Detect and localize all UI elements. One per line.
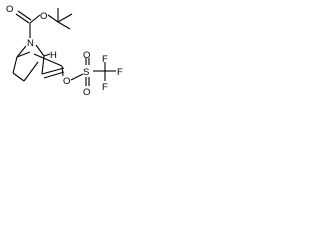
bond-carbonyl-double-b	[17, 10, 32, 21]
atom-o-carbonyl: O	[6, 4, 13, 15]
atom-f-top: F	[102, 54, 108, 65]
bond-carbonyl-c-ester-o	[29, 14, 41, 24]
triflate-group	[70, 58, 116, 86]
bond-tbu-methyl-3	[57, 21, 71, 30]
atom-labels: O O N H O S O O F F F	[6, 4, 123, 98]
bond-n-c1	[16, 45, 27, 58]
bond-c1-c2	[16, 51, 31, 58]
bond-ester-o-tbu-c	[47, 14, 59, 23]
atom-o-sulfonyl-bottom: O	[83, 87, 90, 98]
bond-c6-c5	[23, 61, 39, 82]
atom-f-bottom: F	[102, 82, 108, 93]
tropane-core	[12, 44, 65, 82]
bond-carbonyl-double-a	[15, 13, 30, 24]
atom-o-triflate: O	[63, 76, 70, 87]
molecule-diagram: O O N H O S O O F F F	[0, 0, 129, 125]
bond-tbu-methyl-1	[57, 13, 73, 23]
structure-svg: O O N H O S O O F F F	[6, 4, 123, 98]
bond-c4-c3-double-a	[41, 67, 65, 75]
bond-c5-h	[43, 53, 51, 57]
bond-o-s	[70, 73, 84, 81]
boc-group	[15, 8, 73, 38]
bond-c2-c3	[33, 53, 63, 67]
bond-c4-c3-double-b	[43, 71, 65, 79]
atom-o-ester: O	[40, 11, 47, 22]
bond-c3-o	[61, 65, 64, 77]
bond-c7-c6	[12, 72, 25, 82]
atom-s-sulfonyl: S	[83, 67, 89, 78]
bond-c1-c7	[12, 56, 18, 74]
atom-f-right: F	[117, 67, 123, 78]
bond-c5-c4	[41, 55, 45, 75]
bond-n-c5	[35, 44, 45, 57]
atom-o-sulfonyl-top: O	[83, 50, 90, 61]
atom-n-bridge: N	[27, 38, 34, 49]
atom-h-bridgehead: H	[50, 50, 57, 61]
